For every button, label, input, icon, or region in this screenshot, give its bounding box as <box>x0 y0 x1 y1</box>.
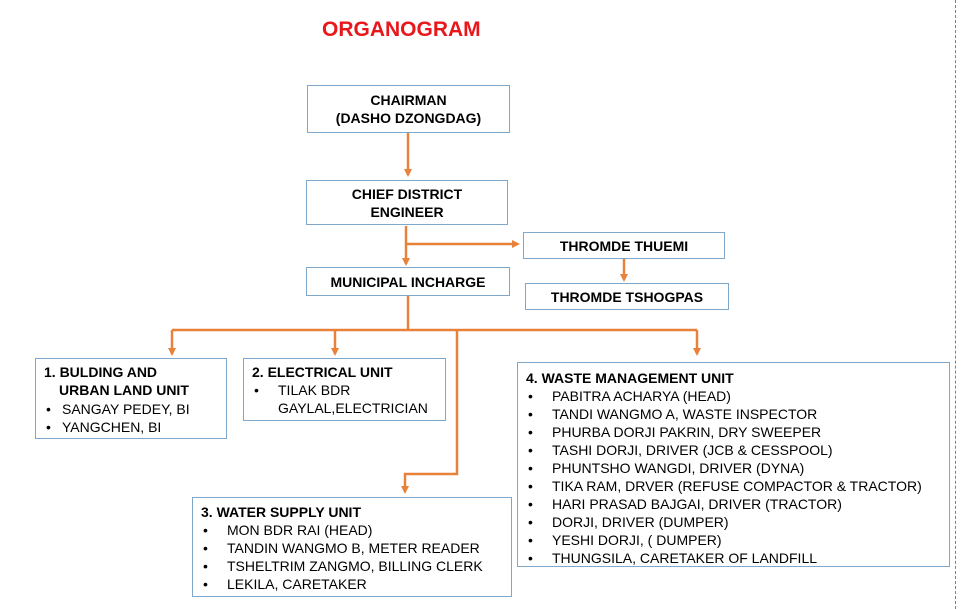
electrical-unit-title: 2. ELECTRICAL UNIT <box>252 364 393 380</box>
list-item: TILAK BDR <box>252 381 437 399</box>
list-item: HARI PRASAD BAJGAI, DRIVER (TRACTOR) <box>526 495 941 513</box>
thromde-tshogpas-label: THROMDE TSHOGPAS <box>550 288 704 305</box>
thromde-tshogpas-box: THROMDE TSHOGPAS <box>525 283 729 310</box>
list-item-continuation: GAYLAL,ELECTRICIAN <box>278 400 428 416</box>
municipal-incharge-box: MUNICIPAL INCHARGE <box>306 267 510 296</box>
chairman-title: CHAIRMAN <box>370 92 447 108</box>
page-title: ORGANOGRAM <box>322 18 481 41</box>
list-item: PHURBA DORJI PAKRIN, DRY SWEEPER <box>526 423 941 441</box>
waste-management-unit-members: PABITRA ACHARYA (HEAD) TANDI WANGMO A, W… <box>526 387 941 567</box>
cde-line1: CHIEF DISTRICT <box>351 185 463 202</box>
building-unit-title-line1: 1. BULDING AND <box>44 364 158 380</box>
list-item: MON BDR RAI (HEAD) <box>201 521 503 539</box>
list-item: TSHELTRIM ZANGMO, BILLING CLERK <box>201 557 503 575</box>
thromde-thuemi-label: THROMDE THUEMI <box>559 237 689 254</box>
list-item: TASHI DORJI, DRIVER (JCB & CESSPOOL) <box>526 441 941 459</box>
list-item: TANDI WANGMO A, WASTE INSPECTOR <box>526 405 941 423</box>
list-item: PABITRA ACHARYA (HEAD) <box>526 387 941 405</box>
list-item: TIKA RAM, DRVER (REFUSE COMPACTOR & TRAC… <box>526 477 941 495</box>
list-item: TANDIN WANGMO B, METER READER <box>201 539 503 557</box>
electrical-unit-members: TILAK BDR GAYLAL,ELECTRICIAN <box>252 381 437 417</box>
building-unit-box: 1. BULDING AND URBAN LAND UNIT SANGAY PE… <box>35 358 227 439</box>
page-border-line <box>955 0 956 609</box>
municipal-incharge-label: MUNICIPAL INCHARGE <box>330 273 486 290</box>
thromde-thuemi-box: THROMDE THUEMI <box>523 232 725 259</box>
chairman-name: (DASHO DZONGDAG) <box>335 110 482 126</box>
list-item: SANGAY PEDEY, BI <box>44 400 218 418</box>
water-supply-unit-members: MON BDR RAI (HEAD) TANDIN WANGMO B, METE… <box>201 521 503 593</box>
building-unit-members: SANGAY PEDEY, BI YANGCHEN, BI <box>44 400 218 436</box>
cde-line2: ENGINEER <box>370 203 444 220</box>
waste-management-unit-title: 4. WASTE MANAGEMENT UNIT <box>526 370 734 386</box>
electrical-unit-box: 2. ELECTRICAL UNIT TILAK BDR GAYLAL,ELEC… <box>243 358 446 421</box>
water-supply-unit-box: 3. WATER SUPPLY UNIT MON BDR RAI (HEAD) … <box>192 497 512 597</box>
list-item: LEKILA, CARETAKER <box>201 575 503 593</box>
water-supply-unit-title: 3. WATER SUPPLY UNIT <box>201 504 361 520</box>
waste-management-unit-box: 4. WASTE MANAGEMENT UNIT PABITRA ACHARYA… <box>517 362 950 567</box>
connector-to-water <box>401 330 459 494</box>
list-item: PHUNTSHO WANGDI, DRIVER (DYNA) <box>526 459 941 477</box>
building-unit-title-line2: URBAN LAND UNIT <box>59 382 189 398</box>
chairman-box: CHAIRMAN (DASHO DZONGDAG) <box>307 85 510 133</box>
list-item: YANGCHEN, BI <box>44 418 218 436</box>
list-item: THUNGSILA, CARETAKER OF LANDFILL <box>526 549 941 567</box>
list-item: DORJI, DRIVER (DUMPER) <box>526 513 941 531</box>
list-item: YESHI DORJI, ( DUMPER) <box>526 531 941 549</box>
chief-district-engineer-box: CHIEF DISTRICT ENGINEER <box>306 180 508 225</box>
